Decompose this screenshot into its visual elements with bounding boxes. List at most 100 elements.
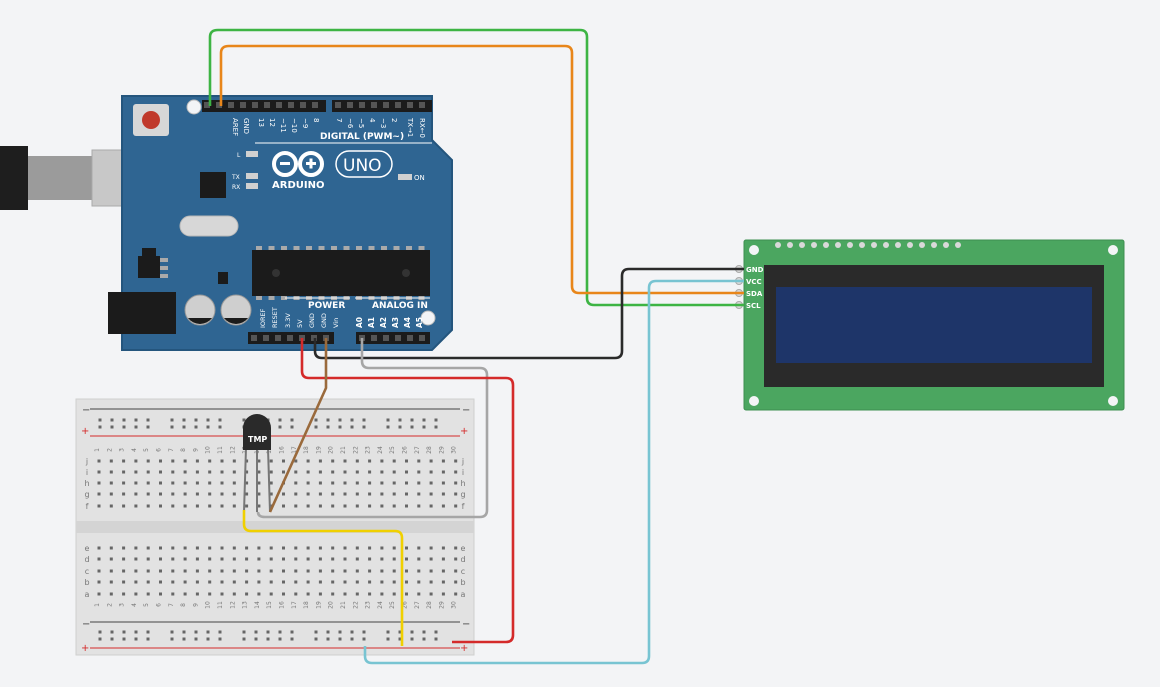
- breadboard-hole[interactable]: [380, 492, 384, 496]
- breadboard-hole[interactable]: [245, 504, 249, 508]
- breadboard-hole[interactable]: [254, 630, 258, 634]
- breadboard-hole[interactable]: [355, 557, 359, 561]
- breadboard-hole[interactable]: [398, 425, 402, 429]
- breadboard-hole[interactable]: [314, 637, 318, 641]
- breadboard-hole[interactable]: [257, 569, 261, 573]
- breadboard-hole[interactable]: [294, 459, 298, 463]
- breadboard-hole[interactable]: [392, 481, 396, 485]
- breadboard-hole[interactable]: [220, 557, 224, 561]
- header-hole[interactable]: [395, 335, 401, 341]
- breadboard-hole[interactable]: [278, 425, 282, 429]
- breadboard-hole[interactable]: [182, 418, 186, 422]
- header-hole[interactable]: [252, 102, 258, 108]
- breadboard-hole[interactable]: [318, 492, 322, 496]
- breadboard-hole[interactable]: [134, 637, 138, 641]
- header-hole[interactable]: [204, 102, 210, 108]
- breadboard-hole[interactable]: [405, 470, 408, 474]
- breadboard-hole[interactable]: [98, 425, 102, 429]
- breadboard-hole[interactable]: [343, 459, 347, 463]
- breadboard-hole[interactable]: [218, 418, 222, 422]
- breadboard-hole[interactable]: [326, 630, 330, 634]
- breadboard-hole[interactable]: [220, 459, 224, 463]
- breadboard-hole[interactable]: [343, 569, 347, 573]
- breadboard-hole[interactable]: [318, 557, 322, 561]
- tmp-sensor[interactable]: TMP: [243, 414, 271, 513]
- breadboard-hole[interactable]: [350, 630, 354, 634]
- breadboard-hole[interactable]: [331, 504, 335, 508]
- header-hole[interactable]: [419, 102, 425, 108]
- breadboard-hole[interactable]: [269, 546, 273, 550]
- breadboard-hole[interactable]: [109, 492, 113, 496]
- breadboard-hole[interactable]: [386, 418, 390, 422]
- header-hole[interactable]: [251, 335, 257, 341]
- breadboard-hole[interactable]: [269, 592, 273, 596]
- breadboard-hole[interactable]: [122, 569, 126, 573]
- breadboard-hole[interactable]: [386, 630, 390, 634]
- breadboard-hole[interactable]: [306, 504, 310, 508]
- breadboard-hole[interactable]: [269, 492, 273, 496]
- breadboard-hole[interactable]: [306, 569, 310, 573]
- header-hole[interactable]: [383, 102, 389, 108]
- breadboard-hole[interactable]: [122, 546, 126, 550]
- breadboard-hole[interactable]: [294, 569, 298, 573]
- breadboard-hole[interactable]: [318, 481, 322, 485]
- breadboard-hole[interactable]: [218, 637, 222, 641]
- breadboard-hole[interactable]: [257, 504, 261, 508]
- header-hole[interactable]: [347, 102, 353, 108]
- breadboard-hole[interactable]: [269, 569, 273, 573]
- breadboard-hole[interactable]: [109, 569, 113, 573]
- breadboard-hole[interactable]: [134, 569, 138, 573]
- breadboard-hole[interactable]: [220, 492, 224, 496]
- breadboard-hole[interactable]: [331, 546, 335, 550]
- breadboard-hole[interactable]: [282, 557, 285, 561]
- breadboard-hole[interactable]: [368, 580, 372, 584]
- breadboard-hole[interactable]: [97, 504, 101, 508]
- breadboard-hole[interactable]: [282, 569, 285, 573]
- breadboard-hole[interactable]: [405, 557, 408, 561]
- breadboard-hole[interactable]: [183, 481, 187, 485]
- breadboard-hole[interactable]: [306, 470, 310, 474]
- header-hole[interactable]: [287, 335, 293, 341]
- breadboard-hole[interactable]: [109, 546, 113, 550]
- breadboard-hole[interactable]: [269, 481, 273, 485]
- breadboard-hole[interactable]: [410, 637, 414, 641]
- breadboard-hole[interactable]: [350, 637, 354, 641]
- breadboard-hole[interactable]: [97, 592, 101, 596]
- breadboard-hole[interactable]: [220, 580, 224, 584]
- breadboard-hole[interactable]: [282, 546, 285, 550]
- breadboard-hole[interactable]: [232, 492, 236, 496]
- breadboard-hole[interactable]: [159, 492, 162, 496]
- breadboard-hole[interactable]: [405, 592, 408, 596]
- breadboard-hole[interactable]: [182, 630, 186, 634]
- breadboard-hole[interactable]: [257, 459, 261, 463]
- breadboard-hole[interactable]: [429, 481, 433, 485]
- breadboard-hole[interactable]: [290, 637, 294, 641]
- breadboard-hole[interactable]: [110, 425, 114, 429]
- breadboard-hole[interactable]: [220, 569, 224, 573]
- breadboard-hole[interactable]: [195, 459, 199, 463]
- breadboard-hole[interactable]: [405, 481, 408, 485]
- breadboard-hole[interactable]: [392, 492, 396, 496]
- breadboard-hole[interactable]: [109, 459, 113, 463]
- header-hole[interactable]: [264, 102, 270, 108]
- header-hole[interactable]: [419, 335, 425, 341]
- breadboard-hole[interactable]: [417, 592, 421, 596]
- header-hole[interactable]: [335, 102, 341, 108]
- breadboard-hole[interactable]: [159, 557, 162, 561]
- breadboard-hole[interactable]: [232, 557, 236, 561]
- breadboard-hole[interactable]: [441, 470, 445, 474]
- header-hole[interactable]: [288, 102, 294, 108]
- breadboard-hole[interactable]: [398, 630, 402, 634]
- breadboard-hole[interactable]: [355, 481, 359, 485]
- breadboard-hole[interactable]: [405, 580, 408, 584]
- breadboard-hole[interactable]: [257, 470, 261, 474]
- breadboard-hole[interactable]: [392, 504, 396, 508]
- breadboard-hole[interactable]: [454, 470, 458, 474]
- breadboard-hole[interactable]: [405, 569, 408, 573]
- breadboard-hole[interactable]: [380, 569, 384, 573]
- breadboard-hole[interactable]: [405, 492, 408, 496]
- breadboard-hole[interactable]: [194, 418, 198, 422]
- breadboard-hole[interactable]: [171, 569, 175, 573]
- breadboard-hole[interactable]: [220, 470, 224, 474]
- breadboard-hole[interactable]: [441, 504, 445, 508]
